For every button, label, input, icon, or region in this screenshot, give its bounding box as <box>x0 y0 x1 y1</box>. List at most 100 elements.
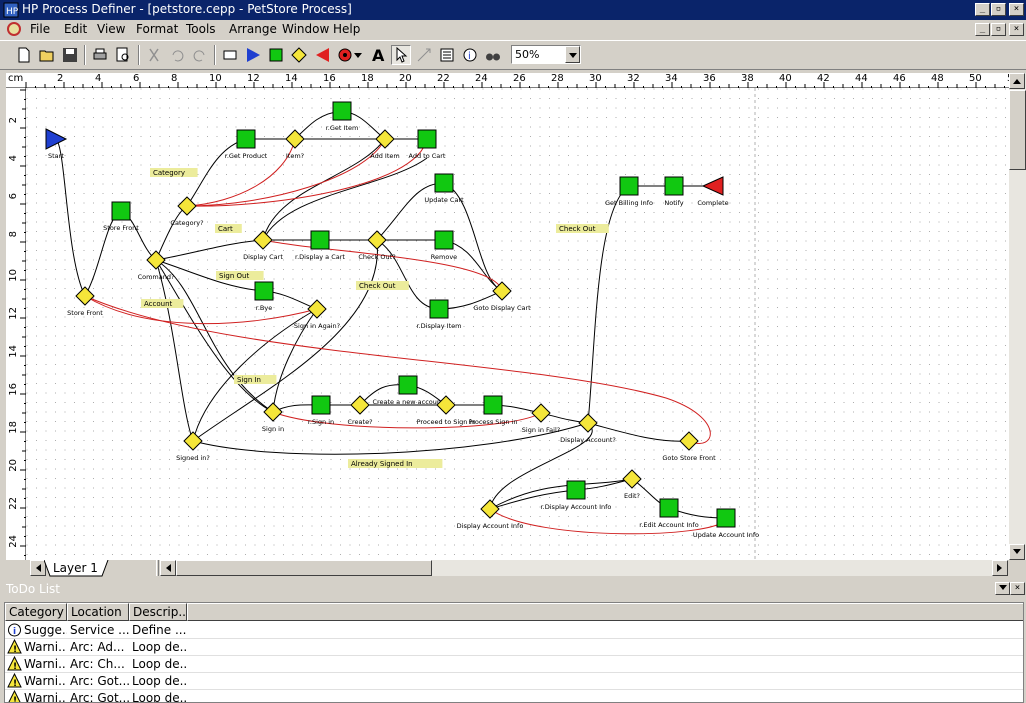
event-node-tool-icon[interactable] <box>335 45 355 65</box>
service-icon[interactable] <box>220 45 240 65</box>
node-updateacct[interactable]: Update Account Info <box>693 508 759 539</box>
activity-shape[interactable] <box>254 281 274 301</box>
activity-node-tool-icon[interactable] <box>266 45 286 65</box>
node-complete[interactable]: Complete <box>697 176 729 207</box>
scroll-up-icon[interactable] <box>1009 73 1025 89</box>
menu-edit[interactable]: Edit <box>64 22 88 36</box>
node-getbilling[interactable]: Get Billing Info <box>605 176 653 207</box>
annotation-note[interactable] <box>348 459 443 468</box>
tab-splitter[interactable] <box>156 560 159 576</box>
edge-command-signin[interactable] <box>155 259 274 413</box>
node-rdisplayacctinfo[interactable]: r.Display Account Info <box>541 480 612 511</box>
column-header-category[interactable]: Category <box>5 603 67 621</box>
edge-command-signin[interactable] <box>155 259 274 413</box>
activity-shape[interactable] <box>332 101 352 121</box>
decision-shape[interactable] <box>183 431 203 451</box>
doc-close-button[interactable]: × <box>1009 23 1024 36</box>
node-rdisplayitem[interactable]: r.Display Item <box>417 299 462 330</box>
redo-icon[interactable] <box>190 45 210 65</box>
pointer-tool-icon[interactable] <box>391 45 411 65</box>
todo-row[interactable]: !Warni...Arc: Got...Loop de... <box>5 690 1023 702</box>
edge-addtocart-displaycart[interactable] <box>262 157 428 241</box>
annotation-note[interactable] <box>356 281 409 290</box>
menu-view[interactable]: View <box>97 22 126 36</box>
activity-shape[interactable] <box>664 176 684 196</box>
decision-shape[interactable] <box>480 499 500 519</box>
decision-shape[interactable] <box>679 431 699 451</box>
menu-arrange[interactable]: Arrange <box>229 22 277 36</box>
node-edit[interactable]: Edit? <box>622 469 642 500</box>
activity-shape[interactable] <box>566 480 586 500</box>
vertical-scrollbar[interactable] <box>1009 73 1026 560</box>
annotation-note[interactable] <box>141 299 184 308</box>
todo-collapse-button[interactable] <box>995 582 1010 595</box>
node-addtocart[interactable]: Add to Cart <box>409 129 446 160</box>
edge-signinagain-signedin[interactable] <box>192 308 318 442</box>
node-createacct[interactable]: Create a new account <box>372 375 444 406</box>
chevron-down-icon[interactable] <box>565 46 580 63</box>
node-gotodisplaycart[interactable]: Goto Display Cart <box>473 281 531 312</box>
node-proceed[interactable]: Proceed to Sign in <box>417 395 476 426</box>
edge-displayacct-getbilling[interactable] <box>587 185 630 424</box>
start-node-tool-icon[interactable] <box>243 45 263 65</box>
activity-shape[interactable] <box>429 299 449 319</box>
activity-shape[interactable] <box>111 201 131 221</box>
decision-node-tool-icon[interactable] <box>289 45 309 65</box>
scroll-left-icon[interactable] <box>160 560 176 576</box>
todo-row[interactable]: !Warni...Arc: Ad...Loop de... <box>5 639 1023 656</box>
decision-shape[interactable] <box>367 230 387 250</box>
annotation-note[interactable] <box>556 224 609 233</box>
annotation-note[interactable] <box>216 271 264 280</box>
node-getitem[interactable]: r.Get Item <box>326 101 359 132</box>
node-signinagain[interactable]: Sign in Again? <box>294 299 340 330</box>
node-signinfail[interactable]: Sign in Fail? <box>522 403 560 434</box>
menu-format[interactable]: Format <box>136 22 179 36</box>
cut-icon[interactable] <box>144 45 164 65</box>
node-notify[interactable]: Notify <box>664 176 684 207</box>
decision-shape[interactable] <box>350 395 370 415</box>
node-signedin[interactable]: Signed in? <box>176 431 210 462</box>
edge-signedin-displayacct[interactable] <box>192 422 589 455</box>
node-checkout[interactable]: Check Out? <box>358 230 396 261</box>
new-file-icon[interactable] <box>14 45 34 65</box>
node-storefront[interactable]: Store Front <box>67 286 103 317</box>
loop-edge-3[interactable] <box>262 239 503 292</box>
menu-tools[interactable]: Tools <box>186 22 216 36</box>
edge-checkout-signedin[interactable] <box>192 239 378 442</box>
node-getproduct[interactable]: r.Get Product <box>225 129 268 160</box>
edge-command-displaycart[interactable] <box>155 239 264 261</box>
loop-edge-0[interactable] <box>186 138 296 207</box>
node-remove[interactable]: Remove <box>431 230 457 261</box>
activity-shape[interactable] <box>236 129 256 149</box>
activity-shape[interactable] <box>311 395 331 415</box>
loop-edge-5[interactable] <box>84 295 711 444</box>
zoom-select[interactable]: 50% <box>511 45 581 64</box>
edge-displayacct-gotostorefront[interactable] <box>587 422 690 442</box>
binoculars-icon[interactable] <box>483 45 503 65</box>
activity-shape[interactable] <box>398 375 418 395</box>
close-button[interactable]: × <box>1009 3 1024 16</box>
decision-shape[interactable] <box>531 403 551 423</box>
column-header-description[interactable]: Descrip... <box>129 603 187 621</box>
todo-row[interactable]: !Warni...Arc: Got...Loop de... <box>5 673 1023 690</box>
menu-help[interactable]: Help <box>333 22 361 36</box>
decision-shape[interactable] <box>578 413 598 433</box>
scroll-down-icon[interactable] <box>1009 544 1025 560</box>
activity-shape[interactable] <box>310 230 330 250</box>
properties-icon[interactable] <box>437 45 457 65</box>
decision-shape[interactable] <box>253 230 273 250</box>
node-storefront_act[interactable]: Store Front <box>103 201 139 232</box>
node-additem[interactable]: Add Item <box>370 129 400 160</box>
activity-shape[interactable] <box>434 173 454 193</box>
menu-window[interactable]: Window <box>282 22 330 36</box>
node-bye[interactable]: r.Bye <box>254 281 274 312</box>
todo-row[interactable]: !Warni...Arc: Ch...Loop de... <box>5 656 1023 673</box>
annotation-note[interactable] <box>150 168 198 177</box>
edge-signinagain-signin[interactable] <box>272 308 318 413</box>
node-item[interactable]: Item? <box>285 129 305 160</box>
node-start[interactable]: Start <box>45 128 68 160</box>
activity-shape[interactable] <box>417 129 437 149</box>
print-icon[interactable] <box>90 45 110 65</box>
